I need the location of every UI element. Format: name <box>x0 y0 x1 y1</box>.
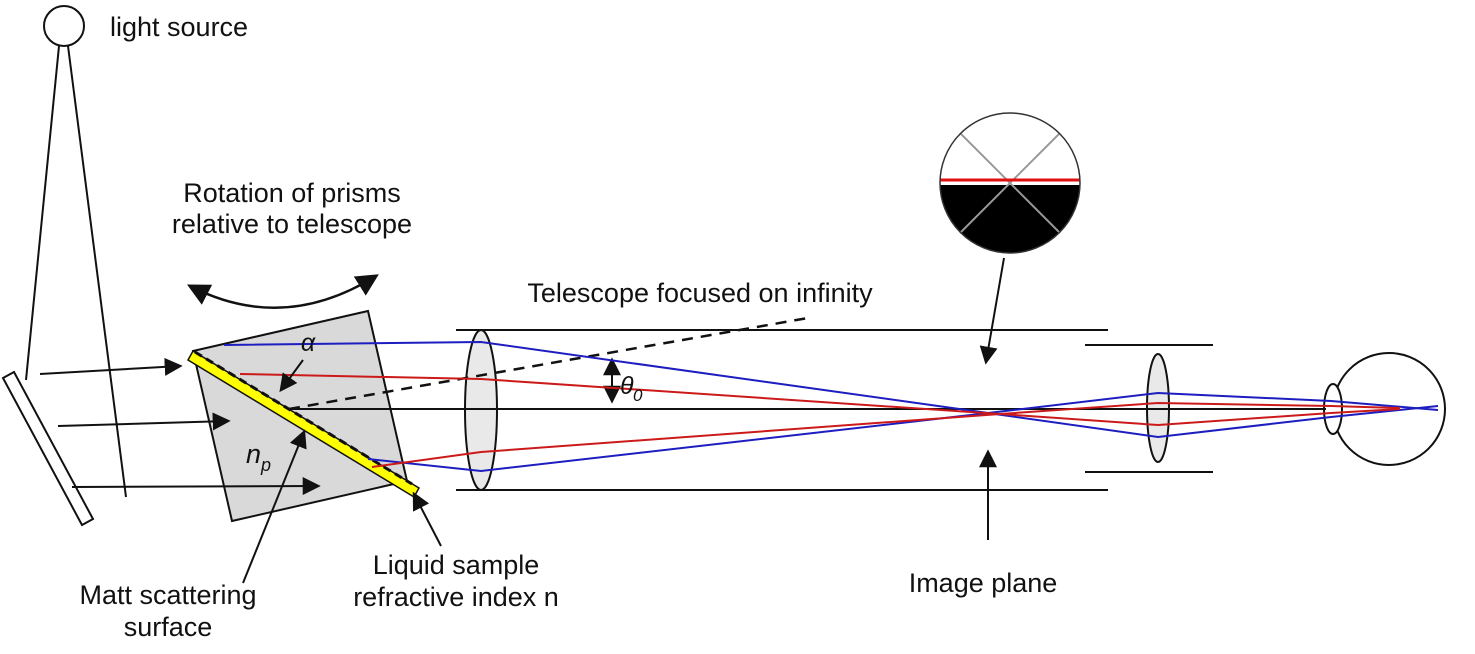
light-source-ray-right <box>67 45 127 498</box>
light-source-circle <box>43 5 85 47</box>
rotation-label-line2: relative to telescope <box>172 209 412 239</box>
eye-lens <box>1323 383 1343 435</box>
fov-inset-crosshair-line-2 <box>947 120 1073 246</box>
matt-label-line2: surface <box>124 612 213 642</box>
input-ray-1 <box>39 357 183 376</box>
input-ray-3 <box>71 477 321 496</box>
np-sub-label: p <box>260 455 271 475</box>
blue-ray-upper <box>223 340 1439 439</box>
fov-inset-crosshair <box>947 120 1073 246</box>
light-source-label: light source <box>110 12 248 42</box>
image-plane-label: Image plane <box>909 568 1058 598</box>
red-ray-upper <box>239 373 1401 427</box>
rotation-arc-arrow <box>187 274 379 309</box>
blue-rays <box>223 340 1439 473</box>
reference-dashed-line <box>288 316 809 411</box>
light-source-rays <box>25 45 127 498</box>
np-label: n <box>246 439 261 469</box>
red-ray-lower <box>371 401 1401 468</box>
theta-label: θ <box>620 372 634 400</box>
liquid-label-arrow <box>412 491 442 547</box>
blue-ray-lower <box>367 391 1439 473</box>
red-rays <box>239 373 1401 468</box>
light-source-ray-left <box>25 45 60 381</box>
annotation-arrows <box>187 257 1005 584</box>
fov-inset <box>939 112 1081 254</box>
rotation-label-line1: Rotation of prisms <box>183 178 401 208</box>
liquid-label-line1: Liquid sample <box>373 550 540 580</box>
fov-inset-outline <box>939 112 1081 254</box>
matt-label-arrow <box>242 429 307 584</box>
eyepiece-stops <box>1085 344 1213 473</box>
telescope-tube <box>456 329 1108 491</box>
alpha-label: α <box>301 329 316 357</box>
mirror <box>1 370 95 527</box>
fov-inset-dark-half <box>940 185 1080 253</box>
inset-pointer-arrow <box>979 257 1005 365</box>
matt-label-line1: Matt scattering <box>79 580 256 610</box>
theta-sub-label: 0 <box>633 386 643 405</box>
input-rays <box>39 357 321 496</box>
matt-scattering-line <box>194 350 413 486</box>
input-ray-2 <box>57 412 231 431</box>
telescope-label: Telescope focused on infinity <box>527 278 873 308</box>
alpha-arrow <box>279 359 304 393</box>
liquid-label-line2: refractive index n <box>353 582 559 612</box>
